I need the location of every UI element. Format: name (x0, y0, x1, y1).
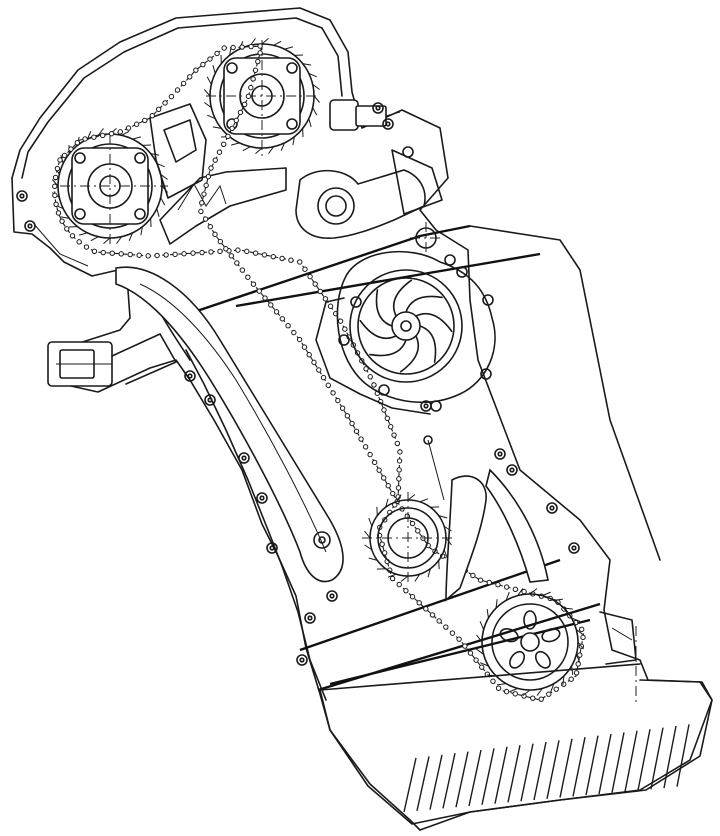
chain-guide-rail (445, 468, 549, 602)
intermediate-sprocket (362, 435, 456, 584)
chain-tensioner-rail (115, 266, 344, 583)
chain-tensioner (47, 333, 177, 387)
engine-block-side (469, 225, 661, 704)
intake-camshaft-sprocket (51, 127, 169, 246)
crankshaft-sprocket (476, 588, 584, 696)
oil-pan (319, 663, 713, 825)
timing-cover (11, 7, 713, 831)
water-pump-impeller (315, 250, 496, 415)
camshaft-sensor (329, 99, 401, 131)
accessory-bracket (295, 146, 444, 256)
timing-chain (52, 43, 586, 702)
cover-bolts (16, 102, 580, 666)
exhaust-camshaft-sprocket (203, 37, 321, 156)
